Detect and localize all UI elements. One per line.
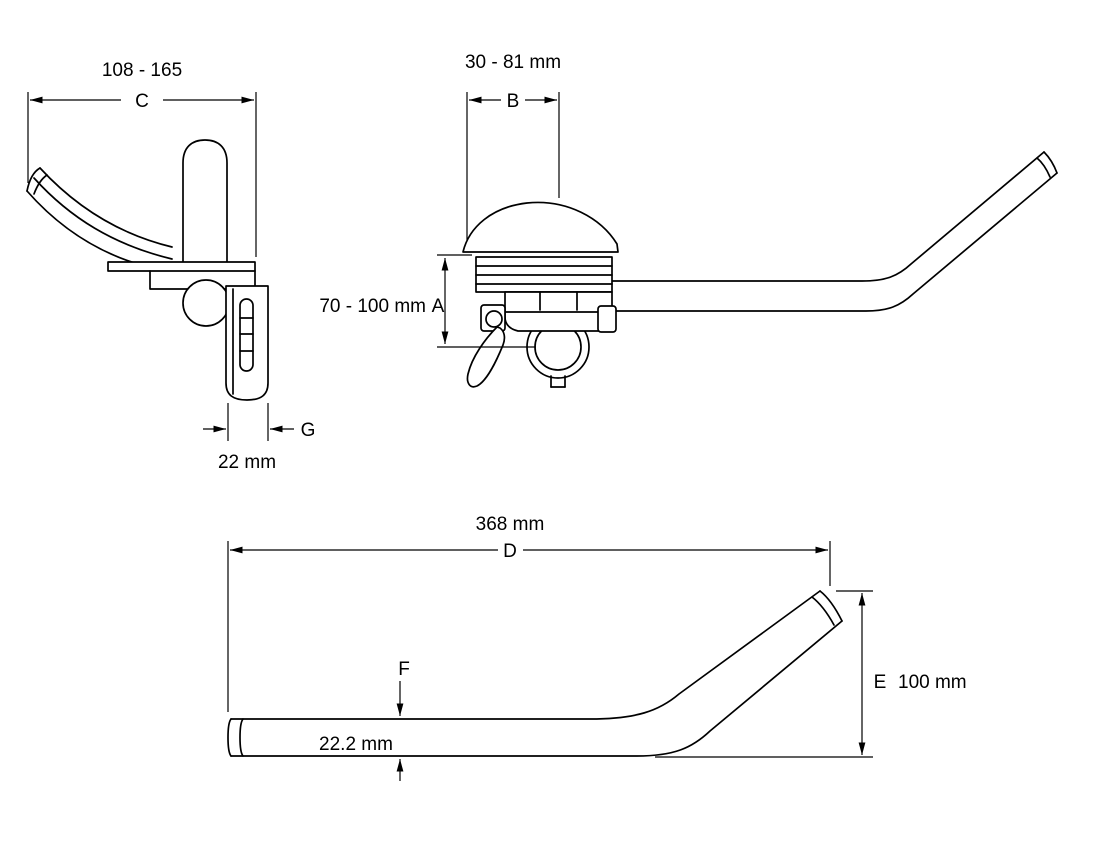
dim-c-letter: C — [135, 91, 149, 112]
quick-release-lever — [466, 326, 506, 388]
bar-tip-cap — [819, 590, 843, 622]
dim-a-letter: A — [432, 296, 445, 317]
dim-c-range-text: 108 - 165 — [102, 60, 182, 81]
arm-mid-line — [33, 177, 173, 260]
dim-f-value-text: 22.2 mm — [319, 734, 393, 755]
tube-top-edge — [605, 151, 1045, 282]
bar-top-edge — [230, 590, 821, 720]
dim-f-letter: F — [398, 659, 410, 680]
qr-pivot — [485, 310, 503, 328]
bar-bottom-edge — [230, 620, 843, 757]
view-extension-profile: 368 mm D E 100 mm F 22.2 mm — [227, 514, 967, 781]
arm-end-cap-inner — [33, 174, 48, 195]
dim-b-range-text: 30 - 81 mm — [465, 52, 561, 73]
tube-tip-cap-inner — [1036, 157, 1051, 178]
bar-tip-cap-inner — [811, 596, 835, 626]
bar-left-cap-inner — [239, 718, 244, 757]
arm-end-cap — [26, 167, 41, 192]
tube-bottom-edge — [605, 172, 1058, 312]
arm-top-edge — [39, 167, 173, 248]
armrest-pad — [462, 201, 619, 253]
dim-g-letter: G — [301, 420, 316, 441]
view-clamp-front: 30 - 81 mm B 70 - 100 mm A — [319, 52, 1058, 388]
dim-d-value-text: 368 mm — [476, 514, 545, 535]
dim-e-letter: E — [874, 672, 887, 693]
tube-tip-cap — [1043, 151, 1058, 174]
dim-g-value-text: 22 mm — [218, 452, 276, 473]
armrest-post — [182, 139, 228, 271]
bar-left-cap — [227, 718, 232, 757]
dim-e-value-text: 100 mm — [898, 672, 967, 693]
bracket-slot — [239, 298, 254, 372]
dim-d-letter: D — [503, 541, 517, 562]
handlebar-clamp-ring — [182, 279, 230, 327]
dim-a-range-text: 70 - 100 mm — [319, 296, 426, 317]
dim-b-letter: B — [507, 91, 520, 112]
mounting-plate — [107, 261, 256, 290]
view-armrest-side: 108 - 165 C G 22 mm — [26, 60, 316, 473]
clamp-nut — [597, 305, 617, 333]
